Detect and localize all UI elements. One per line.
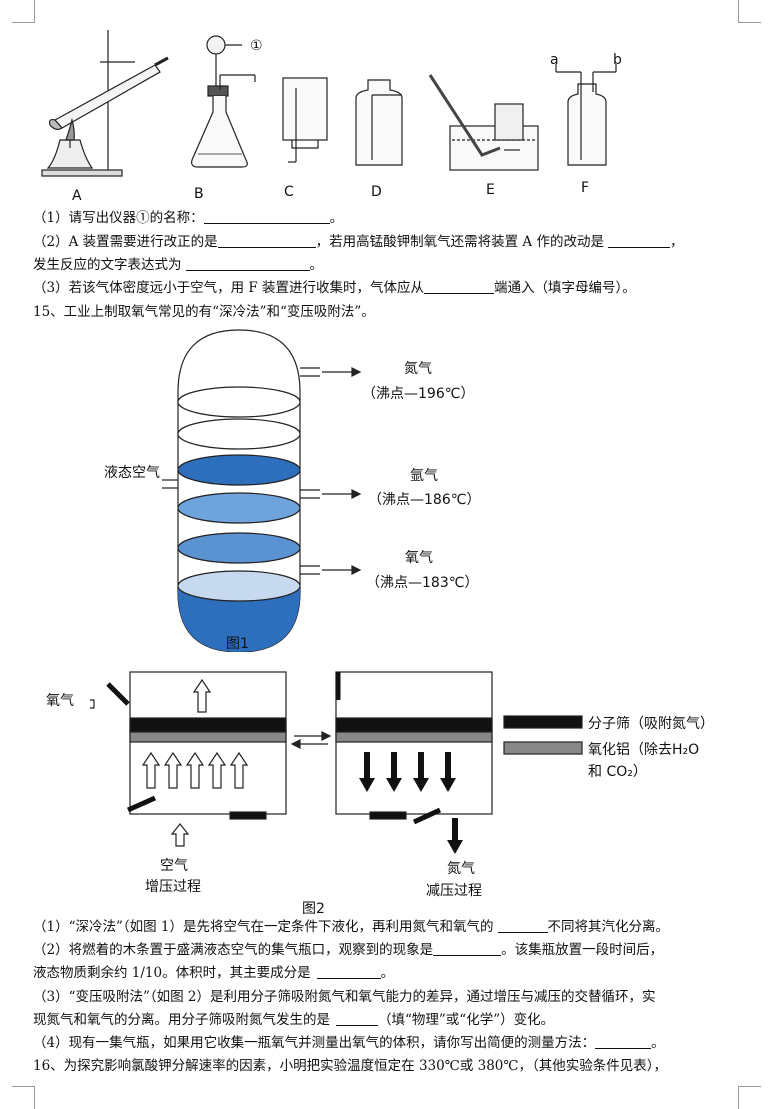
q14-part3: （3）若该气体密度远小于空气，用 F 装置进行收集时，气体应从 端通入（填字母编号… <box>33 278 636 298</box>
fig1-bp3-label: （沸点—183℃） <box>366 575 479 591</box>
q14-part2-mid: ，若用高锰酸钾制氧气还需将装置 A 作的改动是 <box>315 234 604 250</box>
apparatus-label-d: D <box>371 184 382 200</box>
corner-mark-top-left <box>12 0 35 23</box>
q14-part2: （2）A 装置需要进行改正的是 ，若用高锰酸钾制氧气还需将装置 A 作的改动是 ， <box>33 232 683 252</box>
corner-mark-bottom-right <box>738 1086 761 1109</box>
fig1-bp2-label: （沸点—186℃） <box>368 492 481 508</box>
answer-blank[interactable] <box>424 279 495 294</box>
q15-sub2-line2: 液态物质剩余约 1/10。体积时，其主要成分是 。 <box>33 963 394 983</box>
fig1-gas2-label: 氩气 <box>410 468 438 484</box>
q14-part2-end: ， <box>669 234 684 250</box>
q14-part3-end: 端通入（填字母编号）。 <box>494 280 636 296</box>
answer-blank[interactable] <box>185 256 310 271</box>
q15-sub4-end: 。 <box>651 1035 665 1051</box>
instrument-marker: ① <box>250 38 263 54</box>
corner-mark-bottom-left <box>12 1086 35 1109</box>
figure2-caption: 图2 <box>302 901 325 917</box>
q15-sub4: （4）现有一集气瓶，如果用它收集一瓶氧气并测量出氧气的体积，请你写出简便的测量方… <box>33 1033 665 1053</box>
apparatus-d <box>355 79 403 166</box>
q15-sub3-line2-end: （填“物理”或“化学”）变化。 <box>378 1012 555 1028</box>
fig2-legend-alumina: 氧化铝（除去H₂O <box>588 742 700 758</box>
q15-sub3-line2: 现氮气和氧气的分离。用分子筛吸附氮气发生的是 （填“物理”或“化学”）变化。 <box>33 1010 554 1030</box>
q15-sub1-end: 不同将其汽化分离。 <box>547 919 670 935</box>
apparatus-label-f: F <box>581 180 590 196</box>
answer-blank[interactable] <box>217 233 316 248</box>
answer-blank[interactable] <box>497 918 548 933</box>
fig2-oxygen-out-label: 氧气 <box>46 693 74 709</box>
apparatus-a <box>41 30 169 177</box>
q14-part2-line2: 发生反应的文字表达式为 。 <box>33 255 323 275</box>
q15-sub1-text: （1）“深冷法”（如图 1）是先将空气在一定条件下液化，再利用氮气和氧气的 <box>33 919 494 935</box>
answer-blank[interactable] <box>595 1034 652 1049</box>
fig1-gas3-label: 氧气 <box>405 550 433 566</box>
q15-sub4-text: （4）现有一集气瓶，如果用它收集一瓶氧气并测量出氧气的体积，请你写出简便的测量方… <box>33 1035 596 1051</box>
apparatus-label-a: A <box>72 188 82 204</box>
q14-part2-line2-text: 发生反应的文字表达式为 <box>33 257 182 273</box>
q14-part2-text: （2）A 装置需要进行改正的是 <box>33 234 218 250</box>
answer-blank[interactable] <box>316 964 381 979</box>
q14-part3-text: （3）若该气体密度远小于空气，用 F 装置进行收集时，气体应从 <box>33 280 425 296</box>
answer-blank[interactable] <box>433 941 502 956</box>
apparatus-b <box>191 35 256 168</box>
fig2-legend-sieve: 分子筛（吸附氮气） <box>588 716 714 732</box>
q14-part1-end: 。 <box>329 210 344 226</box>
q15-intro: 15、工业上制取氧气常见的有“深冷法”和“变压吸附法”。 <box>33 304 375 320</box>
q15-sub3-line2-text: 现氮气和氧气的分离。用分子筛吸附氮气发生的是 <box>33 1012 330 1028</box>
q15-sub2-end: 。该集瓶放置一段时间后， <box>501 942 664 958</box>
port-label-b: b <box>613 52 622 68</box>
fig2-legend-alumina-line2: 和 CO₂） <box>588 764 647 780</box>
fig1-gas1-label: 氮气 <box>404 361 432 377</box>
q16-intro: 16、为探究影响氯酸钾分解速率的因素，小明把实验温度恒定在 330℃或 380℃… <box>33 1058 667 1074</box>
answer-blank[interactable] <box>336 1011 378 1026</box>
q15-sub1: （1）“深冷法”（如图 1）是先将空气在一定条件下液化，再利用氮气和氧气的 不同将… <box>33 917 669 937</box>
q15-sub2: （2）将燃着的木条置于盛满液态空气的集气瓶口，观察到的现象是 。该集瓶放置一段时间… <box>33 940 663 960</box>
q15-sub2-line2-end: 。 <box>380 965 395 981</box>
figure1-caption: 图1 <box>226 636 249 652</box>
answer-blank[interactable] <box>607 233 670 248</box>
apparatus-e <box>428 74 539 171</box>
fig2-pressurize-label: 增压过程 <box>145 879 201 895</box>
figure2-pressure-swing-adsorption <box>90 671 583 854</box>
q15-sub2-text: （2）将燃着的木条置于盛满液态空气的集气瓶口，观察到的现象是 <box>33 942 434 958</box>
lab-apparatus-figure <box>41 30 617 177</box>
fig2-nitrogen-out-label: 氮气 <box>447 861 475 877</box>
q14-part1: （1）请写出仪器①的名称： 。 <box>33 208 343 228</box>
fig2-air-in-label: 空气 <box>160 858 188 874</box>
apparatus-f <box>555 64 617 166</box>
q15-sub3: （3）“变压吸附法”（如图 2）是利用分子筛吸附氮气和氧气能力的差异，通过增压与… <box>33 989 656 1005</box>
apparatus-c <box>282 77 328 163</box>
fig1-bp1-label: （沸点—196℃） <box>362 386 475 402</box>
apparatus-label-c: C <box>284 184 294 200</box>
fig2-depressurize-label: 减压过程 <box>426 883 482 899</box>
fig1-inlet-label: 液态空气 <box>104 465 160 481</box>
apparatus-label-b: B <box>194 186 204 202</box>
figure1-distillation-column <box>162 329 362 652</box>
answer-blank[interactable] <box>203 209 330 224</box>
apparatus-label-e: E <box>486 182 495 198</box>
q15-sub2-line2-text: 液态物质剩余约 1/10。体积时，其主要成分是 <box>33 965 311 981</box>
port-label-a: a <box>550 52 559 68</box>
corner-mark-top-right <box>738 0 761 23</box>
q14-part1-text: （1）请写出仪器①的名称： <box>33 210 204 226</box>
q14-part2-line2-end: 。 <box>309 257 324 273</box>
